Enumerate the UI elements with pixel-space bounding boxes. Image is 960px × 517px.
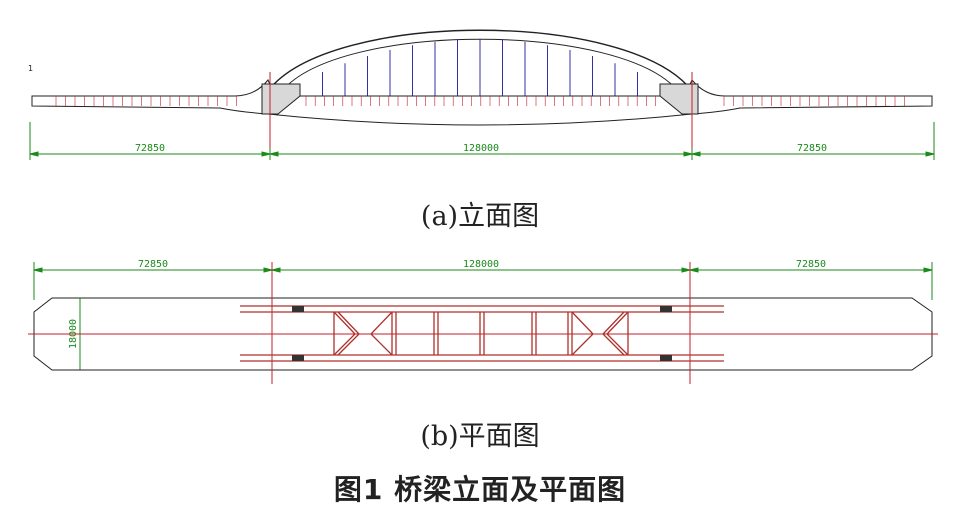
elevation-marker: 1 (28, 64, 33, 73)
arch-outer (267, 29, 693, 92)
plan-dim-left: 72850 (138, 259, 168, 270)
deck-segments (55, 96, 905, 106)
plan-caption: (b)平面图 (420, 421, 540, 452)
plan-dim-center: 128000 (463, 259, 499, 270)
left-approach-deck (31, 79, 276, 115)
plan-dimensions (33, 262, 933, 371)
plan-cross-bracing (333, 311, 629, 356)
plan-deck-outline (33, 297, 933, 371)
elevation-caption: (a)立面图 (420, 201, 540, 232)
deck-elevation (31, 79, 933, 126)
left-pier-haunch (261, 83, 301, 115)
right-approach-deck (684, 79, 933, 115)
figure-caption: 图1 桥梁立面及平面图 (333, 473, 627, 506)
elevation-view: 1 (28, 29, 935, 160)
elevation-dim-right: 72850 (797, 143, 827, 154)
elevation-dim-left: 72850 (135, 143, 165, 154)
main-span-deck (267, 95, 693, 126)
plan-rib-blocks (292, 306, 672, 361)
plan-dim-right: 72850 (796, 259, 826, 270)
arch-hangers (322, 39, 638, 96)
plan-view: 72850 128000 72850 18000 (28, 259, 938, 384)
elevation-dimensions (29, 122, 935, 160)
plan-arch-ribs (240, 305, 724, 362)
elevation-dim-center: 128000 (463, 143, 499, 154)
